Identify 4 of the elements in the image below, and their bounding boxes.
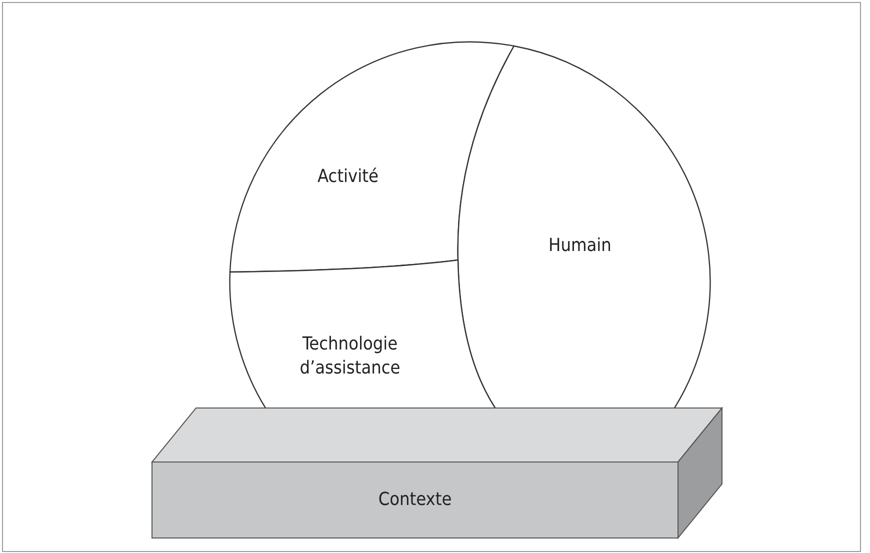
region-label: Contexte bbox=[377, 488, 453, 512]
region-label: Technologie d’assistance bbox=[298, 332, 402, 381]
region-label: Humain bbox=[548, 234, 612, 258]
region-label: Activité bbox=[316, 164, 380, 189]
